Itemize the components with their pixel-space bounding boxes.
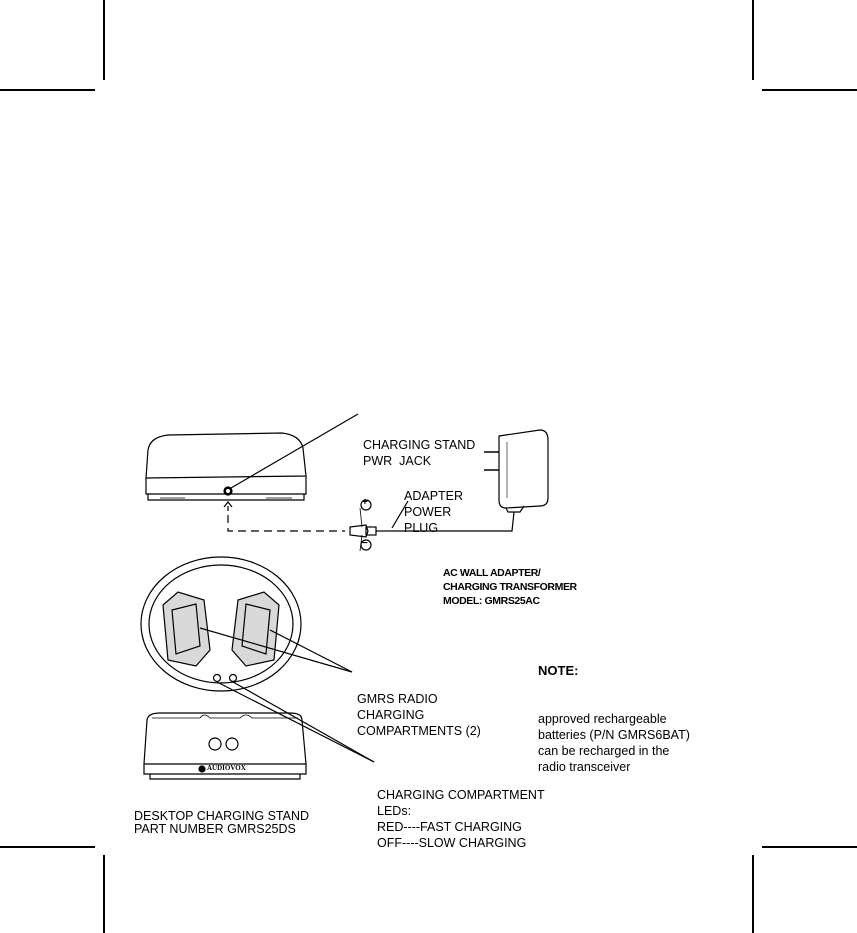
- adapter-power-plug: [349, 499, 392, 552]
- charging-stand-front-view: [143, 712, 307, 780]
- crop-mark-bottom-right-horizontal: [762, 846, 857, 848]
- brand-logo: AUDIOVOX: [207, 764, 246, 772]
- leds-leader-2: [232, 681, 375, 763]
- crop-mark-bottom-left-vertical: [103, 855, 105, 933]
- minus-sign: −: [362, 538, 368, 549]
- crop-mark-top-right-horizontal: [762, 89, 857, 91]
- crop-mark-top-left-vertical: [103, 0, 105, 80]
- crop-mark-bottom-left-horizontal: [0, 846, 95, 848]
- compartments-leader-1: [199, 627, 353, 673]
- crop-mark-top-right-vertical: [752, 0, 754, 80]
- crop-mark-top-left-horizontal: [0, 89, 95, 91]
- dashed-connection: [227, 515, 345, 532]
- leds-leader-1: [216, 681, 375, 763]
- note-title: NOTE:: [538, 663, 579, 678]
- charging-stand-side-view: [145, 432, 307, 501]
- ac-wall-adapter: [484, 429, 549, 513]
- charging-stand-top-view: [140, 556, 302, 692]
- compartments-leader-2: [269, 629, 353, 673]
- crop-mark-bottom-right-vertical: [752, 855, 754, 933]
- pwr-jack-leader: [230, 413, 359, 489]
- adapter-plug-leader: [391, 500, 409, 529]
- plus-sign: +: [362, 497, 368, 508]
